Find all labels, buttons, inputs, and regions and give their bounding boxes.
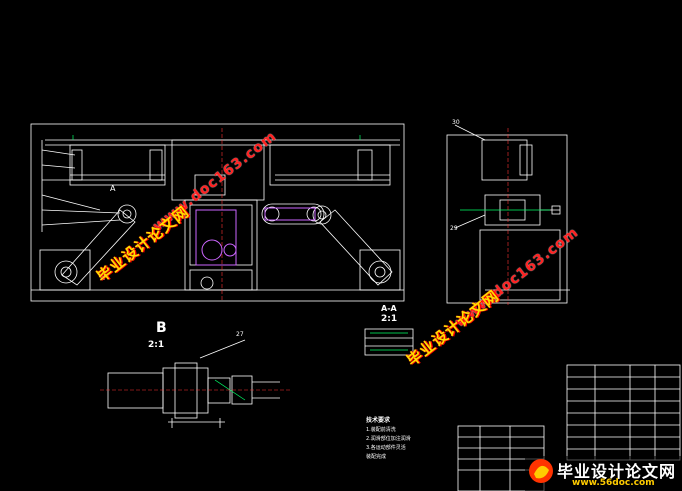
detail-b-scale: 2:1 xyxy=(148,340,165,350)
leader-29: 29 xyxy=(450,225,458,232)
section-aa-scale: 2:1 xyxy=(381,314,398,324)
note-line: 2.润滑部位加注润滑 xyxy=(366,436,411,442)
note-line: 1.装配前清洗 xyxy=(366,427,396,433)
side-view-frame xyxy=(446,134,568,304)
front-view-frame xyxy=(30,123,405,302)
brand-url: www.56doc.com xyxy=(572,478,655,488)
note-line: 装配完成 xyxy=(366,454,387,460)
detail-b-title: B xyxy=(156,320,167,336)
view-mark-a: A xyxy=(110,184,116,193)
leader-30: 30 xyxy=(452,119,460,126)
note-line: 3.各运动部件灵活 xyxy=(366,445,406,451)
notes-title: 技术要求 xyxy=(366,417,391,424)
brand-name: 毕业设计论文网 xyxy=(557,462,677,481)
leader-27: 27 xyxy=(236,331,244,338)
section-aa-title: A-A xyxy=(381,304,397,313)
view-mark-b: B xyxy=(100,273,106,282)
